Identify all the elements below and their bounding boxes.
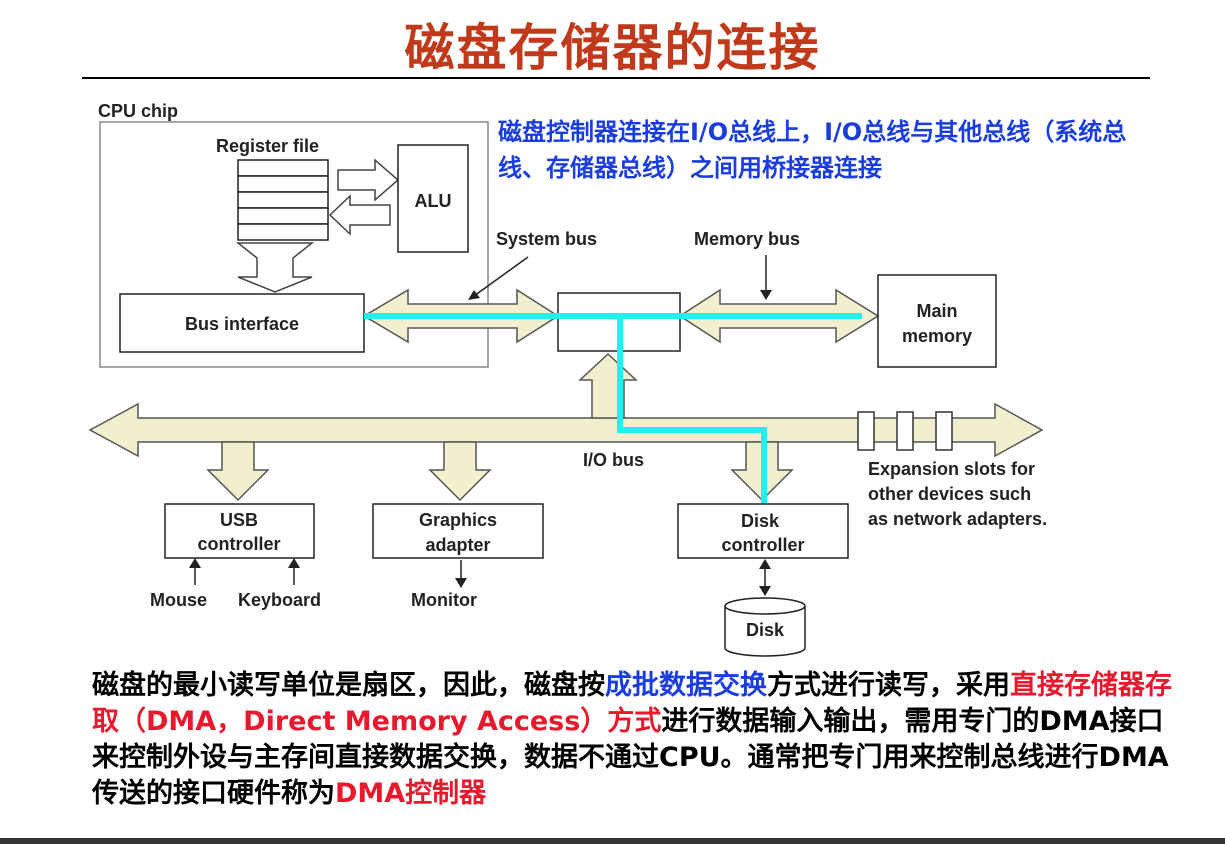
- graphics-adapter-box: [372, 503, 544, 559]
- cpu-chip-box: [99, 121, 489, 368]
- main-memory-label-1: Main: [916, 301, 957, 321]
- alu-to-reg-arrow: [328, 194, 391, 236]
- monitor-label: Monitor: [411, 590, 477, 610]
- keyboard-label: Keyboard: [238, 590, 321, 610]
- usb-label-1: USB: [220, 510, 258, 530]
- disk-ctrl-label-2: controller: [721, 535, 804, 555]
- mouse-arrowhead: [189, 558, 201, 568]
- mouse-label: Mouse: [150, 590, 207, 610]
- memory-bus-label: Memory bus: [694, 229, 800, 249]
- usb-drop-arrow: [206, 441, 270, 502]
- page-title: 磁盘存储器的连接: [404, 19, 821, 77]
- main-memory-box: [877, 274, 997, 368]
- expansion-label-1: Expansion slots for: [868, 459, 1035, 479]
- cpu-chip-label: CPU chip: [98, 101, 178, 121]
- io-bus-arrow: [88, 402, 1044, 458]
- usb-label-2: controller: [197, 534, 280, 554]
- para-text-2: 方式进行读写，采用: [767, 670, 1010, 701]
- dma-path-down: [617, 316, 767, 506]
- register-file-label: Register file: [216, 136, 319, 156]
- title-divider: [82, 77, 1150, 79]
- disk-ctrl-label-1: Disk: [741, 511, 780, 531]
- bus-interface-box: [119, 293, 365, 353]
- register-file: [237, 159, 329, 241]
- para-highlight-batch: 成批数据交换: [605, 670, 767, 701]
- io-bus-label: I/O bus: [583, 450, 644, 470]
- main-memory-label-2: memory: [902, 326, 972, 346]
- keyboard-arrowhead: [288, 558, 300, 568]
- reg-bus-interface-arrow: [235, 242, 315, 293]
- expansion-label-2: other devices such: [868, 484, 1031, 504]
- monitor-arrowhead: [455, 578, 467, 588]
- graphics-label-1: Graphics: [419, 510, 497, 530]
- dma-paragraph: 磁盘的最小读写单位是扇区，因此，磁盘按成批数据交换方式进行读写，采用直接存储器存…: [92, 668, 1172, 812]
- graphics-drop-arrow: [428, 441, 492, 502]
- disk-controller-box: [677, 503, 849, 559]
- alu-box: [397, 144, 469, 253]
- system-bus-label: System bus: [496, 229, 597, 249]
- footer-bar: [0, 838, 1225, 844]
- graphics-label-2: adapter: [425, 535, 490, 555]
- para-text-3: 进行数据输入输出，需用专门的DMA接口来控制外设与主存间直接数据交换，数据不通过…: [92, 706, 1169, 809]
- expansion-slots: [857, 411, 953, 451]
- usb-controller-box: [164, 503, 315, 559]
- bridge-io-arrow: [578, 352, 638, 419]
- reg-to-alu-arrow: [337, 158, 400, 202]
- para-highlight-controller: DMA控制器: [335, 778, 487, 809]
- expansion-label-3: as network adapters.: [868, 509, 1047, 529]
- para-highlight-dma: 直接存储器存取（DMA，Direct Memory Access）方式: [92, 670, 1172, 737]
- bridge-note: 磁盘控制器连接在I/O总线上，I/O总线与其他总线（系统总线、存储器总线）之间用…: [498, 118, 1127, 182]
- para-text-1: 磁盘的最小读写单位是扇区，因此，磁盘按: [92, 670, 605, 701]
- bus-interface-label: Bus interface: [185, 314, 299, 334]
- disk-cylinder: [724, 597, 806, 657]
- alu-label: ALU: [415, 191, 452, 211]
- disk-label: Disk: [746, 620, 785, 640]
